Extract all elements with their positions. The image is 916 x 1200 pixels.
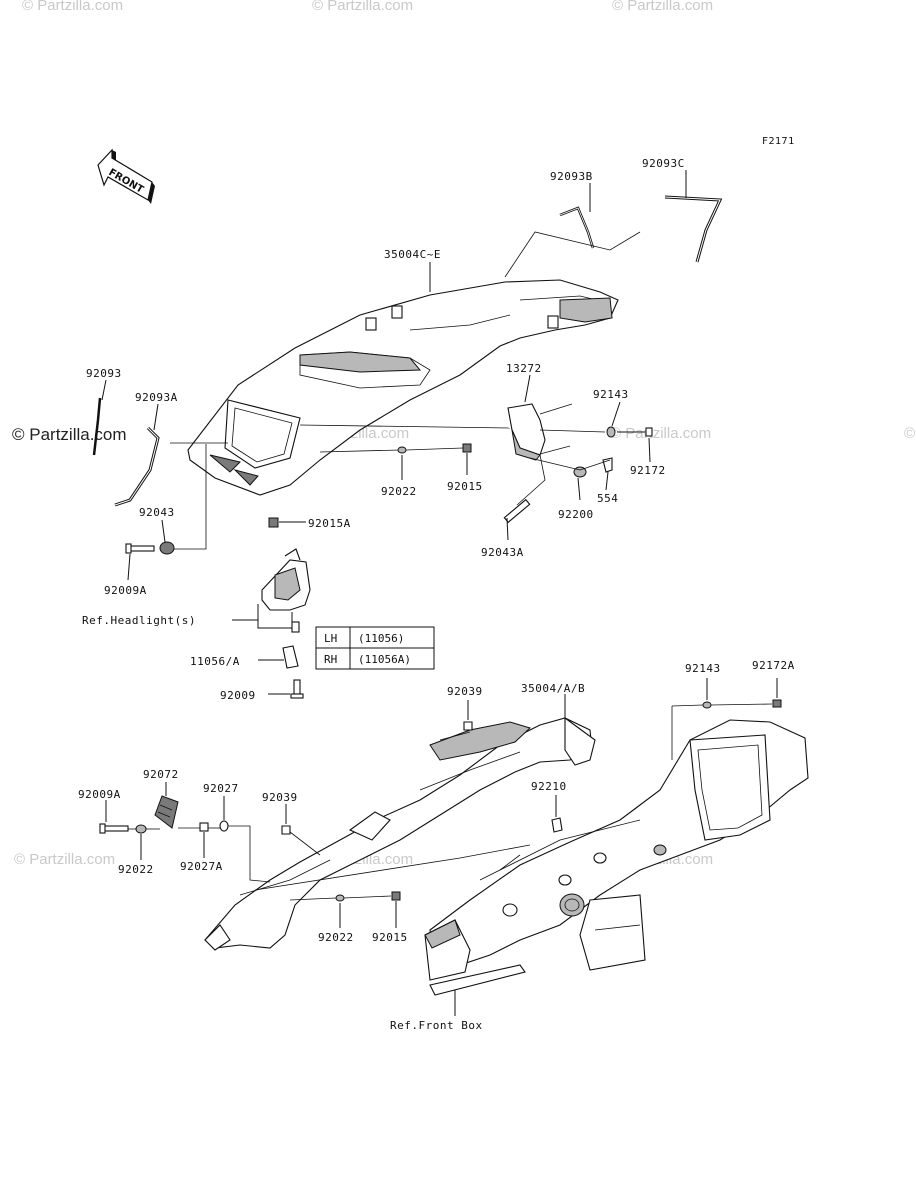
label-92015-top: 92015 [447, 480, 483, 493]
label-92093B: 92093B [550, 170, 593, 183]
fasteners-left-top [125, 444, 306, 581]
upper-cowl-cover [187, 262, 619, 496]
headlight-bracket [232, 548, 311, 699]
table-row-rh-side: RH [324, 653, 337, 666]
watermark-left-dark: © Partzilla.com [12, 425, 127, 444]
front-arrow-icon: FRONT [97, 148, 155, 204]
label-ref-headlight: Ref.Headlight(s) [82, 614, 196, 627]
label-92009: 92009 [220, 689, 256, 702]
side-table: LH (11056) RH (11056A) [315, 626, 435, 670]
label-92022-left: 92022 [118, 863, 154, 876]
part-labels: 92093B 92093C 35004C~E 92093 92093A 1327… [78, 157, 795, 1032]
table-row-lh-side: LH [324, 632, 337, 645]
trim-strips-top [504, 170, 723, 278]
label-13272: 13272 [506, 362, 542, 375]
table-row-rh-part: (11056A) [358, 653, 411, 666]
label-92210: 92210 [531, 780, 567, 793]
fasteners-lower-left [99, 782, 531, 928]
label-35004C-E: 35004C~E [384, 248, 441, 261]
label-11056A: 11056/A [190, 655, 240, 668]
label-92143-top: 92143 [593, 388, 629, 401]
label-92143-low: 92143 [685, 662, 721, 675]
watermark-mid-3: © Partzilla.com [904, 425, 916, 442]
label-92172-top: 92172 [630, 464, 666, 477]
label-92022-low: 92022 [318, 931, 354, 944]
lower-frame-cover [424, 678, 809, 1016]
label-92015A: 92015A [308, 517, 351, 530]
label-92200: 92200 [558, 508, 594, 521]
trim-strips-left [92, 379, 228, 507]
label-35004AB: 35004/A/B [521, 682, 585, 695]
washer-nut-top [319, 443, 472, 480]
label-92009A-low: 92009A [78, 788, 121, 801]
figure-code: F2171 [762, 136, 795, 147]
label-92043: 92043 [139, 506, 175, 519]
label-92093C: 92093C [642, 157, 685, 170]
label-92022-top: 92022 [381, 485, 417, 498]
label-92072: 92072 [143, 768, 179, 781]
watermark-top-1: © Partzilla.com [22, 0, 123, 14]
label-92093A: 92093A [135, 391, 178, 404]
label-554: 554 [597, 492, 618, 505]
label-92015-low: 92015 [372, 931, 408, 944]
watermark-low-1: © Partzilla.com [14, 851, 115, 868]
label-92172A: 92172A [752, 659, 795, 672]
label-92027: 92027 [203, 782, 239, 795]
bracket-13272 [299, 374, 653, 541]
rear-frame-cover [204, 694, 596, 951]
label-ref-front-box: Ref.Front Box [390, 1019, 483, 1032]
watermark-mid-2: © Partzilla.com [610, 425, 711, 442]
watermark-top-2: © Partzilla.com [312, 0, 413, 14]
label-92039-top: 92039 [447, 685, 483, 698]
label-92039-low: 92039 [262, 791, 298, 804]
table-row-lh-part: (11056) [358, 632, 404, 645]
label-92093: 92093 [86, 367, 122, 380]
label-92009A-top: 92009A [104, 584, 147, 597]
label-92027A: 92027A [180, 860, 223, 873]
watermark-top-3: © Partzilla.com [612, 0, 713, 14]
label-92043A: 92043A [481, 546, 524, 559]
